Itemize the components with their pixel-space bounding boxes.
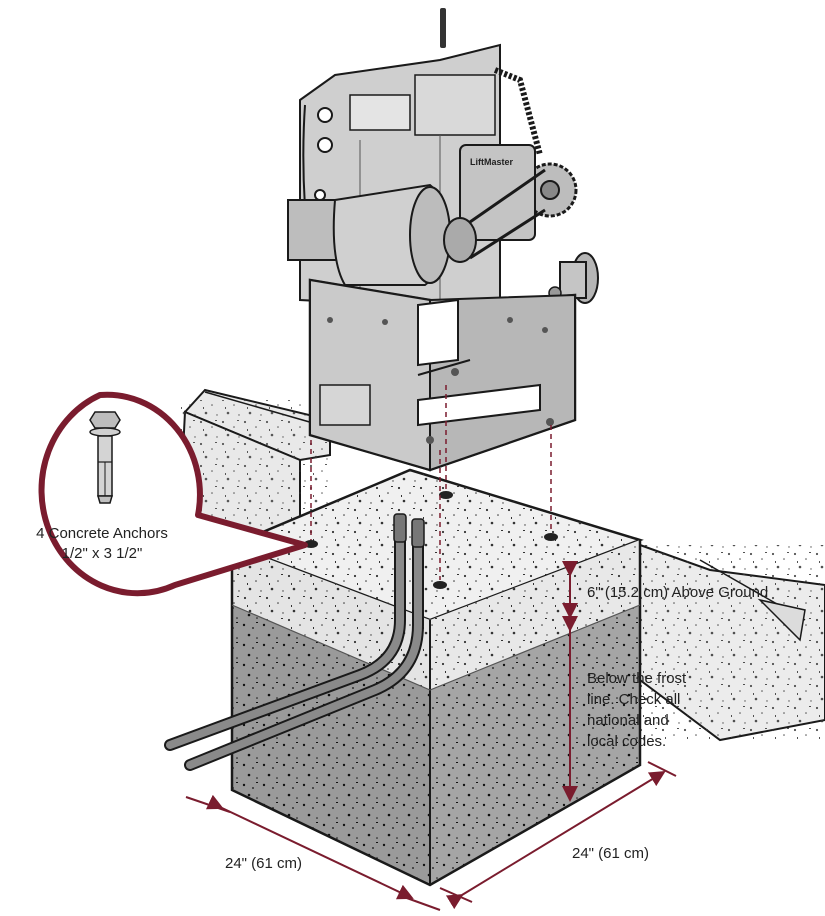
electrical-conduits [164,513,425,771]
frost-line-label-1: Below the frost [587,670,687,687]
anchor-hole [439,491,453,499]
frost-line-label-4: local codes. [587,733,666,750]
frost-line-label-2: line. Check all [587,691,680,708]
anchor-hole [433,581,447,589]
brand-label: LiftMaster [470,157,514,167]
width-dimensions [185,761,677,911]
frost-line-label-3: national and [587,712,669,729]
right-curb [639,543,825,742]
gate-operator: LiftMaster [287,8,599,472]
width-left-label: 24" (61 cm) [225,855,302,872]
anchor-callout: 4 Concrete Anchors 1/2" x 3 1/2" [36,391,308,597]
anchor-hole [544,533,558,541]
above-ground-label: 6" (15.2 cm) Above Ground [587,584,768,601]
anchors-label-line2: 1/2" x 3 1/2" [62,545,143,562]
concrete-anchor-icon [89,411,121,504]
alignment-guides [310,385,552,580]
anchors-label-line1: 4 Concrete Anchors [36,525,168,542]
width-right-label: 24" (61 cm) [572,845,649,862]
